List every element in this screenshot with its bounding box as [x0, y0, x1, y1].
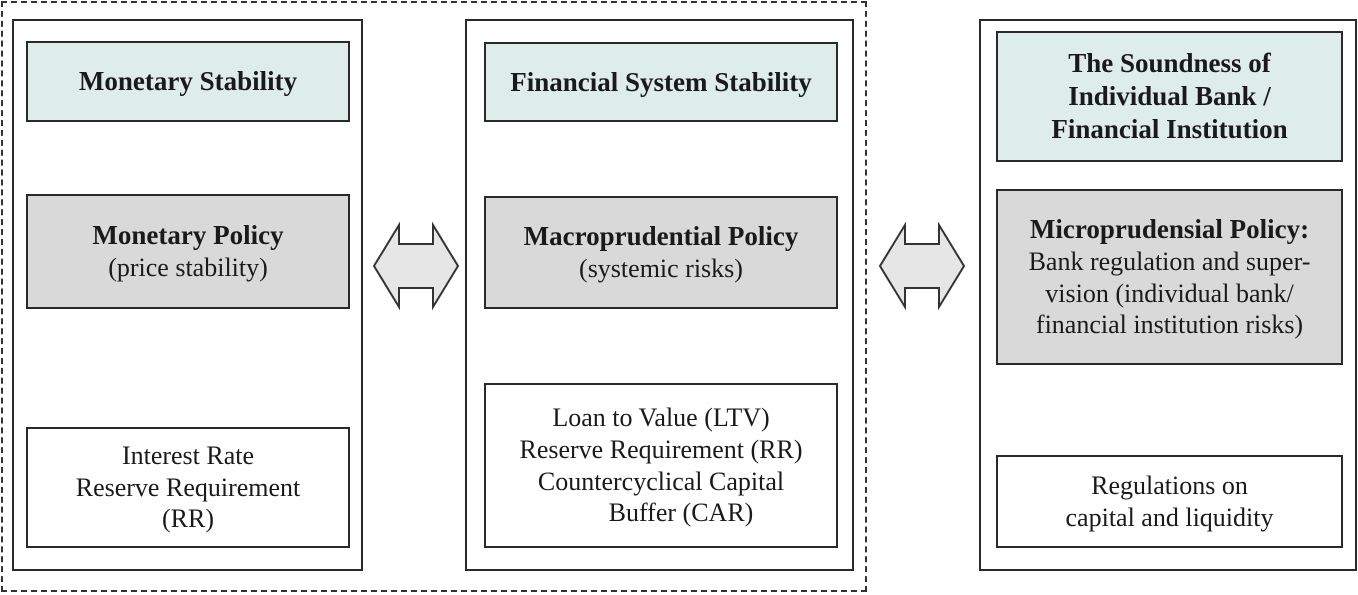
microprudential-instrument-line: capital and liquidity: [1065, 502, 1274, 532]
double-arrow-left-right-shape: [878, 222, 966, 311]
monetary-stability-title-text: Monetary Stability: [78, 66, 298, 97]
microprudential-instrument-line: Regulations on: [1091, 470, 1248, 500]
monetary-policy-box: Monetary Policy (price stability): [26, 194, 350, 309]
macroprudential-instrument-line: Countercyclical Capital: [537, 466, 785, 496]
financial-system-stability-title-text: Financial System Stability: [510, 66, 812, 97]
double-arrow-left-right-shape: [372, 222, 460, 311]
macroprudential-instrument-line: Loan to Value (LTV): [552, 403, 770, 433]
soundness-title-line: The Soundness of: [1068, 48, 1271, 79]
microprudential-instruments-box: Regulations on capital and liquidity: [996, 455, 1343, 548]
monetary-instrument-line: Reserve Requirement: [75, 472, 301, 502]
monetary-policy-subtitle: (price stability): [108, 253, 268, 283]
soundness-title: The Soundness of Individual Bank / Finan…: [996, 31, 1343, 162]
macroprudential-policy-box: Macroprudential Policy (systemic risks): [484, 196, 838, 309]
microprudential-policy-line: financial institution risks): [1035, 310, 1304, 340]
monetary-instrument-line: (RR): [162, 504, 214, 534]
double-arrow-icon: [878, 222, 966, 311]
monetary-instrument-line: Interest Rate: [121, 440, 255, 470]
macroprudential-instrument-line: Buffer (CAR): [608, 498, 754, 528]
soundness-title-line: Individual Bank /: [1068, 81, 1271, 112]
monetary-stability-title: Monetary Stability: [26, 41, 350, 122]
double-arrow-icon: [372, 222, 460, 311]
monetary-policy-heading: Monetary Policy: [92, 220, 284, 251]
microprudential-policy-box: Microprudensial Policy: Bank regulation …: [996, 189, 1343, 365]
microprudential-policy-line: Bank regulation and super-: [1028, 246, 1311, 276]
monetary-instruments-box: Interest Rate Reserve Requirement (RR): [26, 427, 350, 548]
monetary-financial-group-border: [1, 1, 867, 592]
microprudential-policy-heading: Microprudensial Policy:: [1029, 213, 1310, 244]
financial-system-stability-title: Financial System Stability: [484, 42, 838, 122]
soundness-title-line: Financial Institution: [1051, 113, 1288, 144]
microprudential-policy-line: vision (individual bank/: [1045, 278, 1294, 308]
macroprudential-instrument-line: Reserve Requirement (RR): [519, 434, 803, 464]
macroprudential-policy-subtitle: (systemic risks): [579, 254, 743, 284]
macroprudential-instruments-box: Loan to Value (LTV) Reserve Requirement …: [484, 383, 838, 548]
macroprudential-policy-heading: Macroprudential Policy: [523, 221, 799, 252]
